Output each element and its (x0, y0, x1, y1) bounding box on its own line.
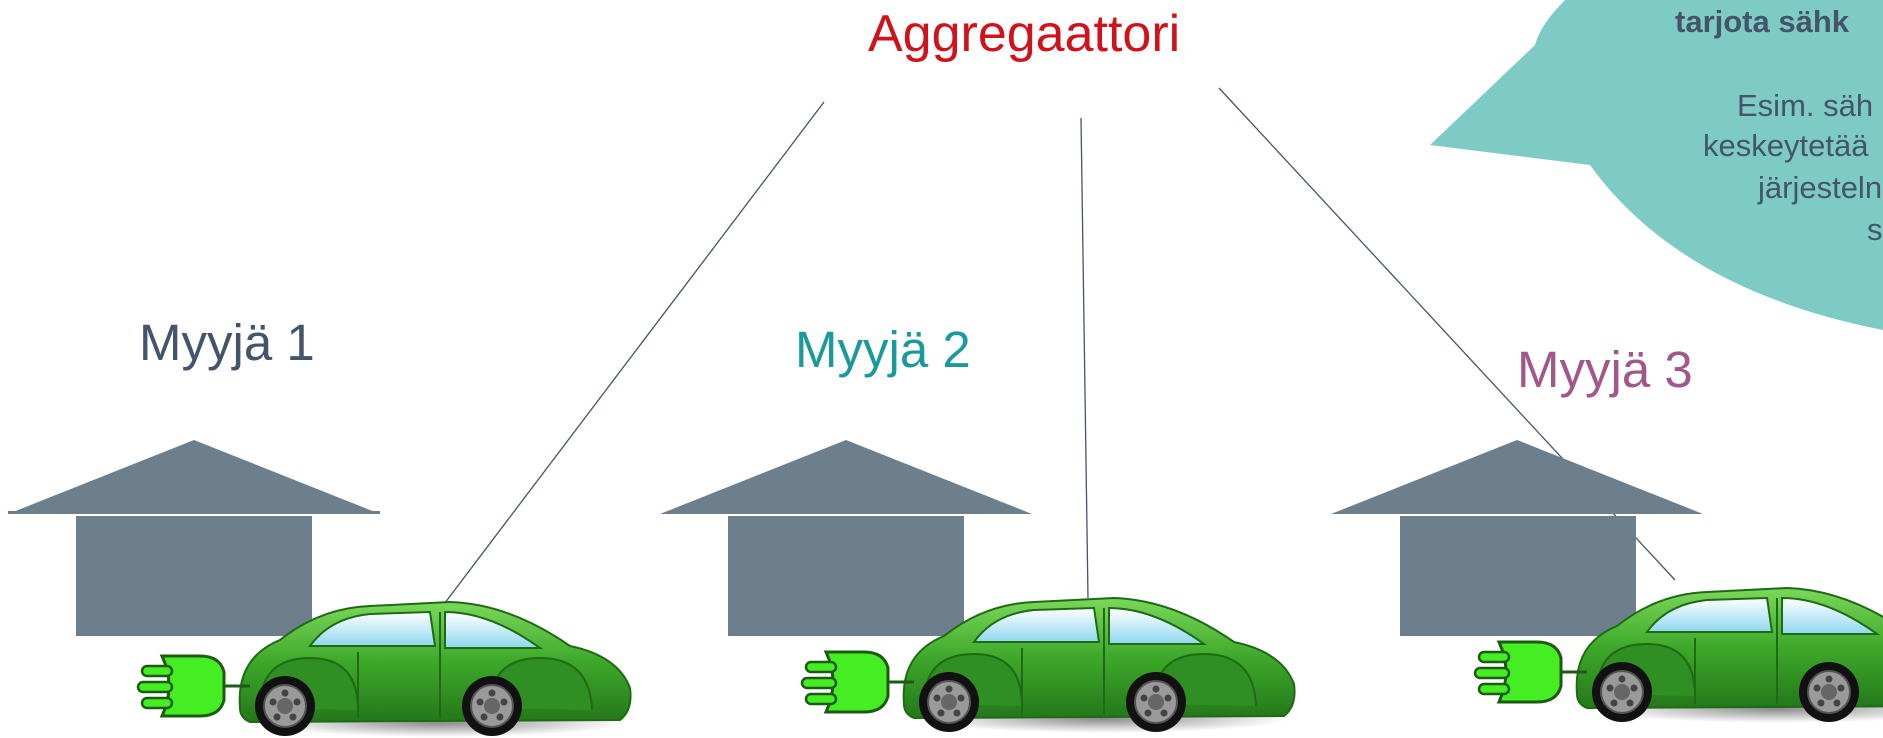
seller-2-label: Myyjä 2 (795, 321, 971, 378)
seller-1-label: Myyjä 1 (139, 314, 315, 371)
callout-line-2: Esim. säh (1737, 88, 1874, 123)
callout-line-3: keskeytetää (1703, 128, 1869, 163)
house-2 (660, 440, 1032, 636)
electric-car-1 (136, 600, 632, 737)
callout-line-4: järjesteln (1758, 170, 1883, 205)
callout-line-5: s (1867, 212, 1883, 247)
house-1 (8, 440, 380, 636)
callout-line-1: tarjota sähk (1675, 4, 1850, 39)
electric-car-3 (1473, 586, 1883, 723)
callout-bubble (1430, 0, 1883, 330)
electric-car-2 (800, 596, 1296, 733)
connector-line-seller-1 (431, 101, 825, 621)
house-3 (1331, 440, 1703, 636)
connector-line-seller-2 (1080, 117, 1089, 599)
seller-3-label: Myyjä 3 (1517, 341, 1693, 398)
aggregator-title: Aggregaattori (868, 5, 1181, 63)
